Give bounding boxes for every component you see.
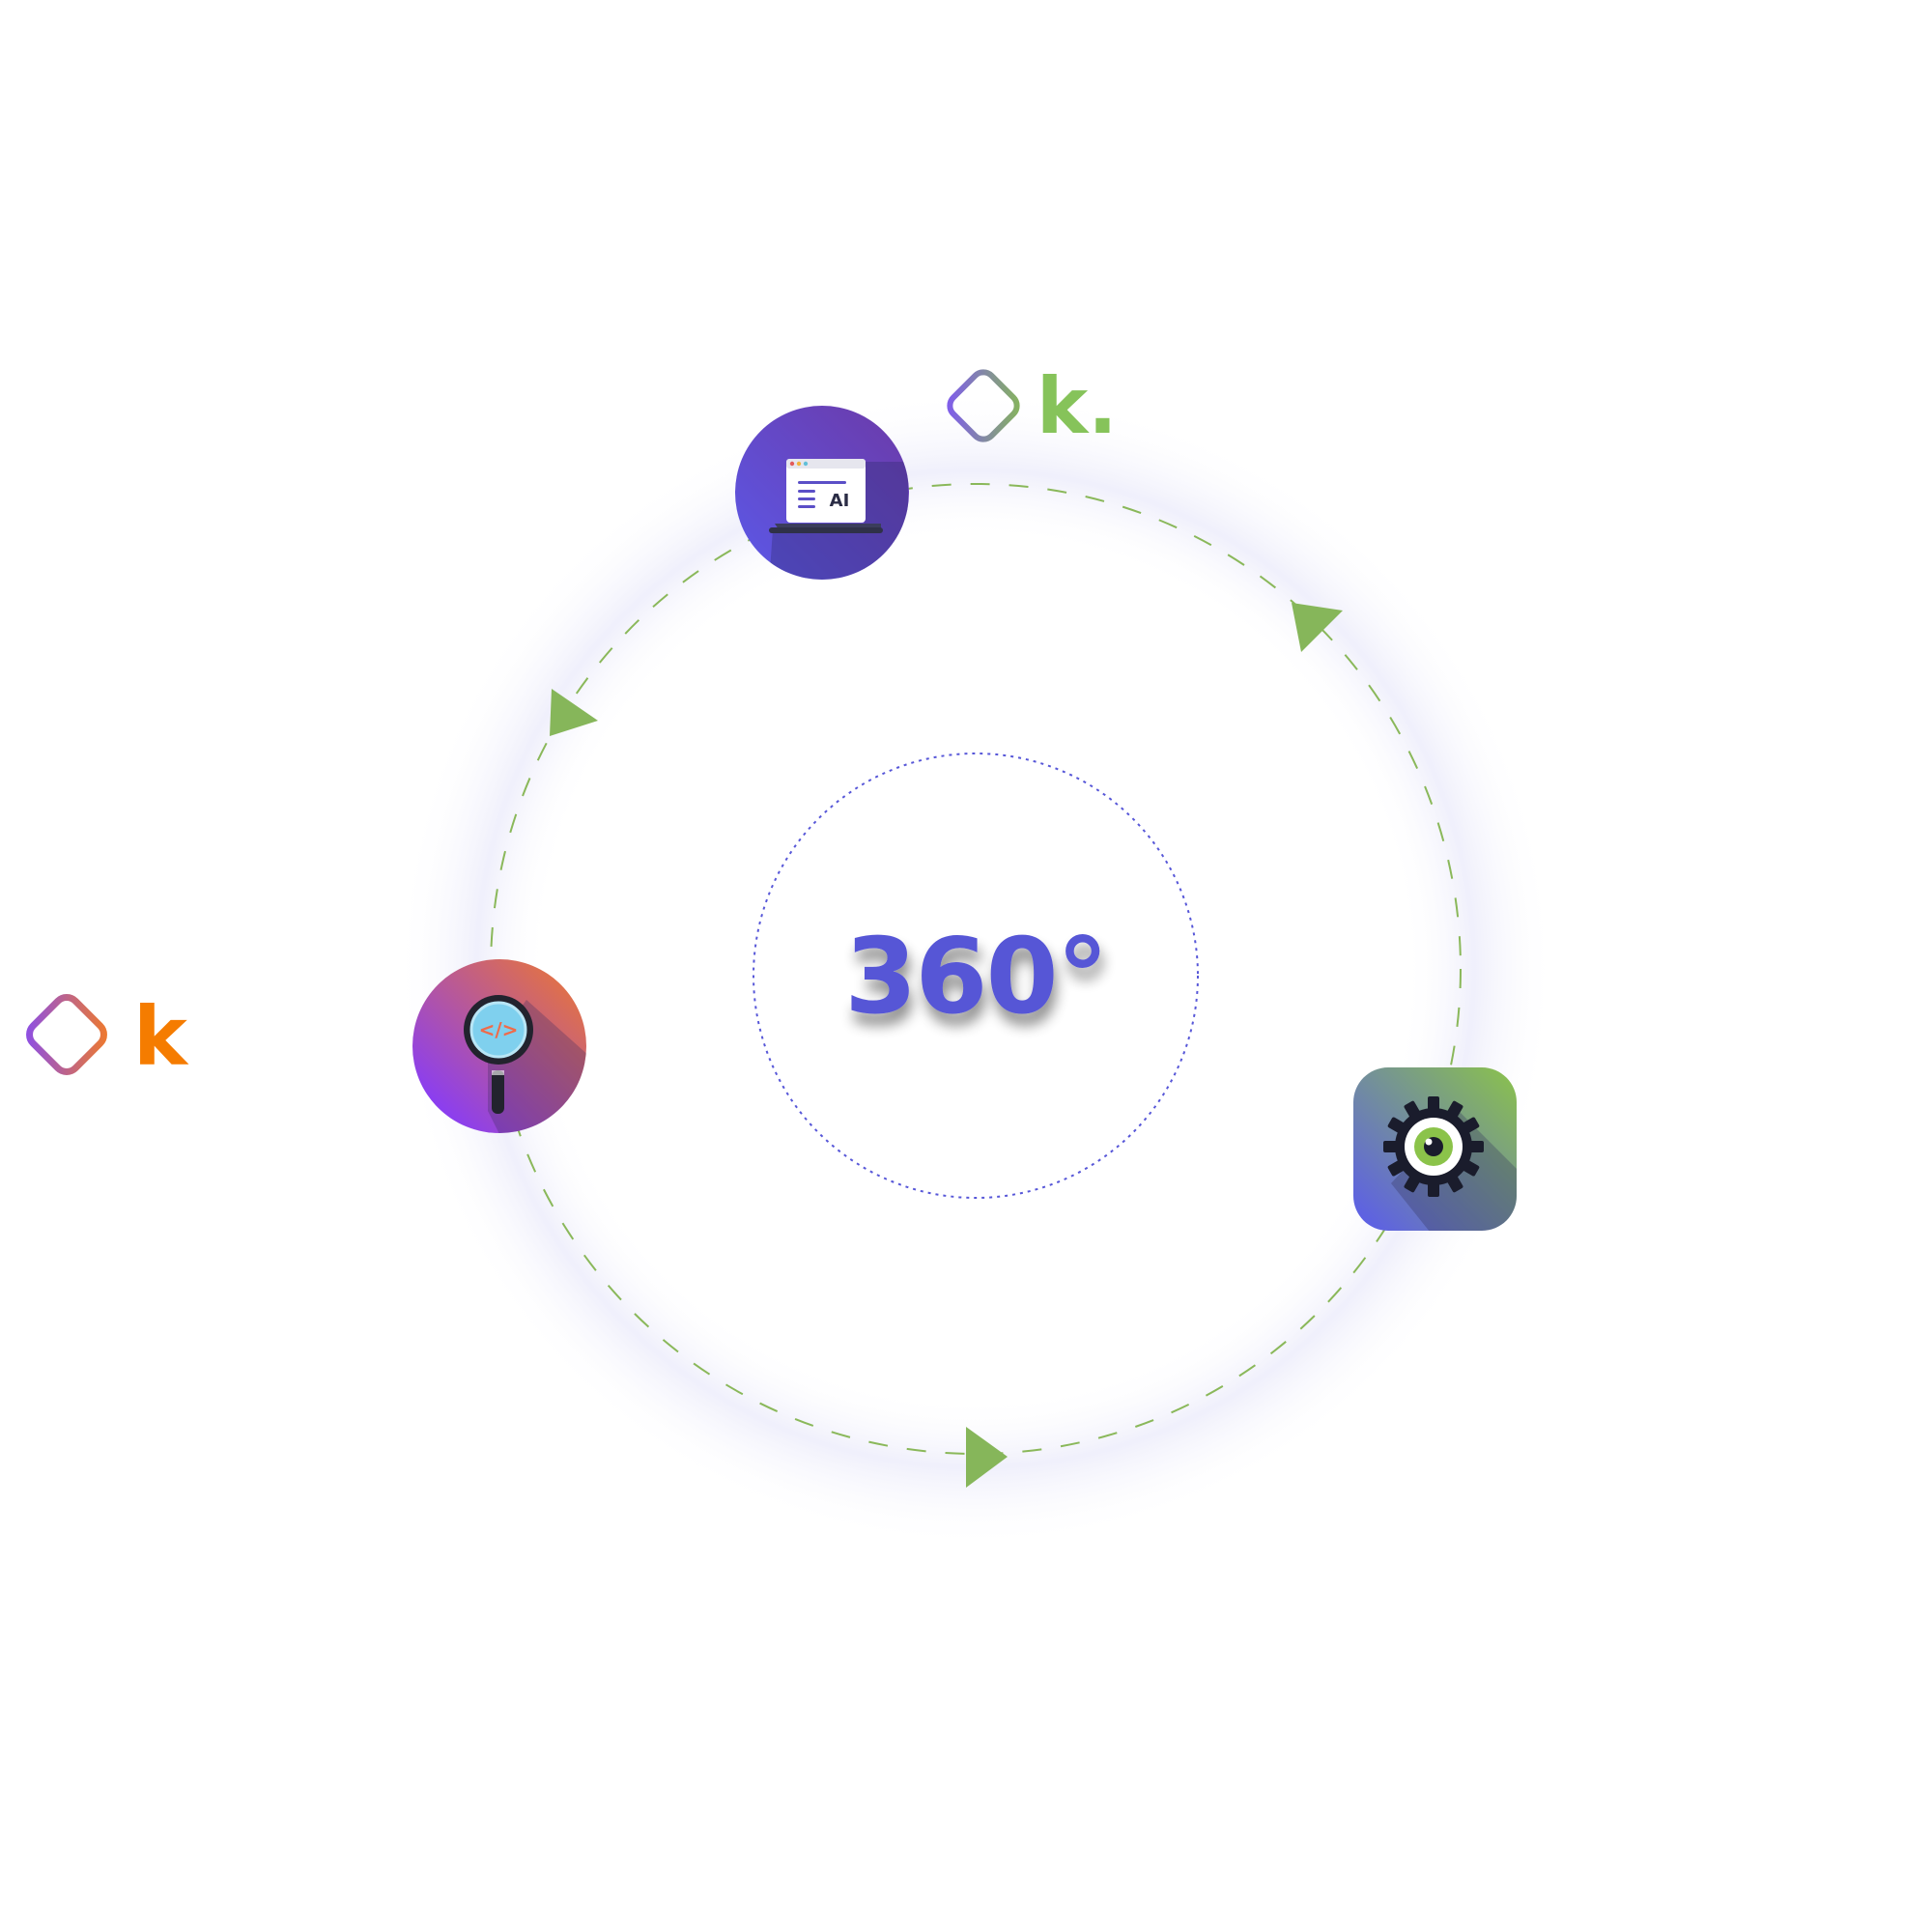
arrow-bottom: [966, 1427, 1008, 1488]
gear-eye-icon: [1383, 1096, 1484, 1197]
logo-green-diamond: [947, 369, 1020, 442]
logo-orange-diamond: [26, 994, 107, 1075]
cycle-halo: [396, 389, 1555, 1548]
logo-orange: k: [26, 989, 189, 1084]
logo-green: k.: [947, 361, 1118, 451]
inner-ring: [753, 753, 1199, 1199]
arrow-right-top: [1292, 603, 1343, 652]
gear-eye-node[interactable]: [1353, 1067, 1565, 1256]
code-search-icon: </>: [464, 995, 533, 1114]
arrow-left-top: [550, 689, 598, 736]
ai-label: AI: [830, 491, 850, 511]
logo-orange-letter: k: [133, 989, 189, 1084]
browser-ai-icon: AI: [769, 459, 883, 533]
logo-green-letter: k.: [1037, 361, 1118, 451]
code-label: </>: [479, 1018, 519, 1041]
center-label: 360°: [844, 917, 1106, 1037]
